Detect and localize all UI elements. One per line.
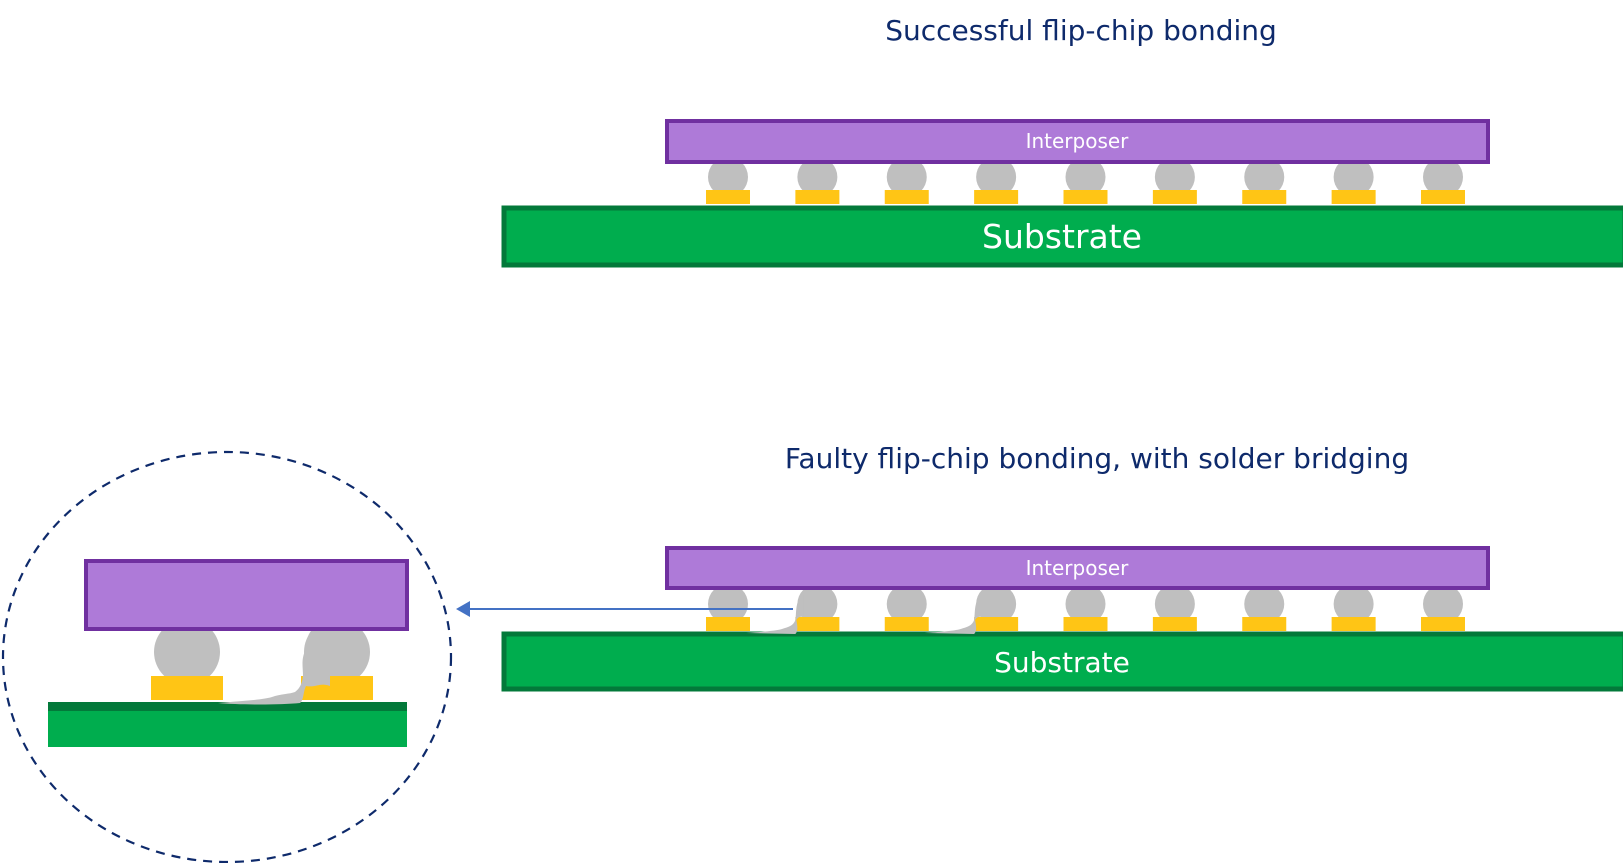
successful-solder-ball — [1065, 157, 1106, 197]
faulty-bond-pad — [1331, 617, 1376, 631]
successful-bond-pad — [974, 190, 1019, 204]
successful-bond-pad — [1063, 190, 1108, 204]
faulty-solder-ball — [886, 584, 927, 624]
faulty-title: Faulty flip-chip bonding, with solder br… — [785, 442, 1409, 475]
faulty-substrate — [501, 631, 1623, 692]
successful-title: Successful flip-chip bonding — [885, 14, 1277, 47]
faulty-bond-pad — [1242, 617, 1287, 631]
faulty-bond-pad — [706, 617, 750, 631]
faulty-bond-pad — [1063, 617, 1108, 631]
successful-bond-pad — [1242, 190, 1287, 204]
faulty-solder-bridge — [746, 594, 804, 634]
faulty-bond-pad — [1152, 617, 1197, 631]
successful-solder-ball — [886, 157, 927, 197]
faulty-interposer-label: Interposer — [1026, 556, 1130, 580]
inset-bond-pad — [151, 676, 223, 700]
faulty-solder-ball — [1065, 584, 1106, 624]
successful-solder-ball — [1423, 157, 1463, 197]
faulty-substrate-label: Substrate — [994, 646, 1130, 679]
faulty-interposer — [665, 546, 1490, 590]
faulty-bumps — [706, 584, 1465, 631]
successful-substrate-label: Substrate — [982, 217, 1142, 256]
successful-bond-pad — [706, 190, 750, 204]
successful-substrate — [501, 205, 1623, 268]
faulty-bridges — [746, 594, 983, 634]
successful-bond-pad — [884, 190, 929, 204]
faulty-solder-ball — [1244, 584, 1285, 624]
successful-interposer-label: Interposer — [1026, 129, 1130, 153]
inset-solder-bridge — [218, 620, 330, 705]
faulty-solder-ball — [797, 584, 838, 624]
faulty-bond-pad — [1421, 617, 1465, 631]
successful-assembly: Interposer Substrate — [501, 119, 1623, 268]
callout-circle — [1, 450, 453, 863]
successful-solder-ball — [1244, 157, 1285, 197]
inset-interposer — [84, 559, 409, 631]
successful-solder-ball — [797, 157, 838, 197]
successful-bond-pad — [1152, 190, 1197, 204]
faulty-bond-pad — [974, 617, 1019, 631]
successful-bond-pad — [795, 190, 840, 204]
successful-interposer — [665, 119, 1490, 164]
faulty-solder-ball — [976, 584, 1017, 624]
faulty-solder-ball — [1333, 584, 1374, 624]
callout-arrow — [456, 601, 793, 617]
successful-solder-ball — [1333, 157, 1374, 197]
successful-bond-pad — [1421, 190, 1465, 204]
successful-bumps — [706, 157, 1465, 204]
callout-inset — [1, 450, 453, 863]
arrow-head — [456, 601, 470, 617]
faulty-solder-ball — [1154, 584, 1195, 624]
faulty-solder-bridge — [924, 594, 983, 634]
inset-bumps — [151, 619, 373, 700]
faulty-bond-pad — [795, 617, 840, 631]
successful-solder-ball — [976, 157, 1017, 197]
inset-solder-ball — [154, 619, 220, 685]
successful-solder-ball — [1154, 157, 1195, 197]
faulty-assembly: Interposer Substrate — [501, 546, 1623, 692]
faulty-solder-ball — [708, 584, 748, 624]
successful-solder-ball — [708, 157, 748, 197]
faulty-solder-ball — [1423, 584, 1463, 624]
faulty-bond-pad — [884, 617, 929, 631]
inset-substrate-top-edge — [48, 702, 407, 711]
successful-bond-pad — [1331, 190, 1376, 204]
